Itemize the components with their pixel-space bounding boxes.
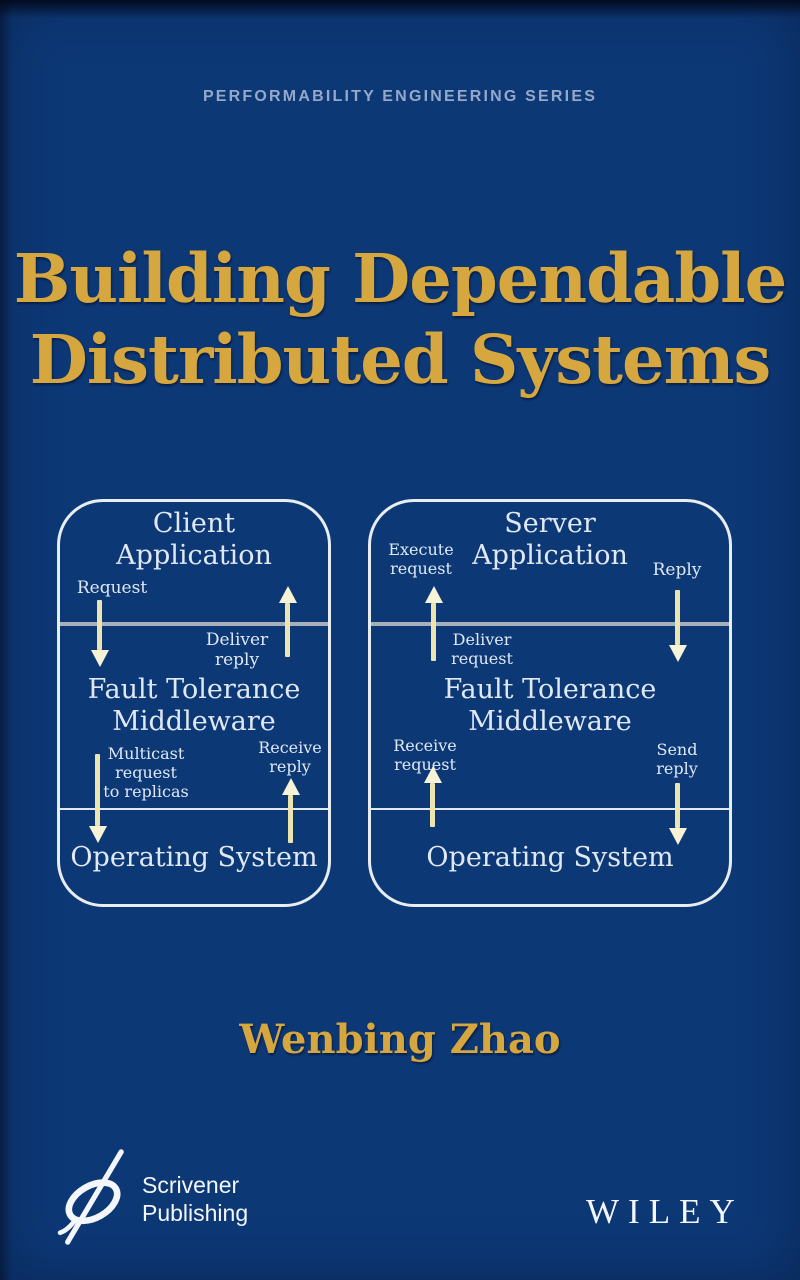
client-diagram-box: Client Application Fault Tolerance Middl… [57, 499, 331, 907]
book-title: Building Dependable Distributed Systems [0, 238, 800, 400]
deliver-reply-label: Deliver reply [205, 630, 269, 671]
server-middleware-os-divider [371, 808, 729, 810]
request-label: Request [76, 578, 148, 598]
execute-request-label: Execute request [388, 540, 454, 579]
receive-reply-up-arrow-icon [288, 795, 293, 843]
scrivener-wordmark-line2: Publishing [142, 1200, 249, 1226]
scrivener-wordmark: Scrivener Publishing [142, 1171, 248, 1227]
send-reply-label: Send reply [656, 740, 698, 779]
wiley-logo: WILEY [586, 1192, 744, 1231]
server-middleware-label: Fault Tolerance Middleware [443, 674, 657, 737]
multicast-down-arrow-icon [95, 754, 100, 826]
server-application-label: Server Application [472, 508, 628, 571]
client-application-label: Client Application [116, 508, 272, 571]
client-app-middleware-divider [60, 622, 328, 626]
scrivener-publishing-logo: Scrivener Publishing [46, 1148, 248, 1250]
receive-reply-label: Receive reply [258, 738, 322, 777]
scrivener-logo-icon [46, 1148, 140, 1250]
reply-down-arrow-icon [675, 590, 680, 645]
deliver-request-label: Deliver request [451, 630, 513, 669]
server-os-label: Operating System [426, 842, 674, 873]
client-os-label: Operating System [70, 842, 318, 873]
server-diagram-box: Server Application Fault Tolerance Middl… [368, 499, 732, 907]
send-reply-down-arrow-icon [675, 783, 680, 828]
author-name: Wenbing Zhao [239, 1016, 561, 1063]
reply-label: Reply [652, 560, 702, 580]
execute-request-up-arrow-icon [431, 603, 436, 661]
deliver-reply-up-arrow-icon [285, 603, 290, 657]
server-app-middleware-divider [371, 622, 729, 626]
book-title-line1: Building Dependable [13, 239, 788, 318]
series-title: PERFORMABILITY ENGINEERING SERIES [202, 88, 598, 105]
book-title-line2: Distributed Systems [29, 320, 772, 400]
receive-request-up-arrow-icon [430, 783, 435, 827]
scrivener-wordmark-line1: Scrivener [142, 1171, 240, 1198]
client-middleware-os-divider [60, 808, 328, 810]
multicast-request-label: Multicast request to replicas [103, 744, 189, 802]
client-middleware-label: Fault Tolerance Middleware [87, 674, 301, 737]
request-down-arrow-icon [97, 600, 102, 650]
